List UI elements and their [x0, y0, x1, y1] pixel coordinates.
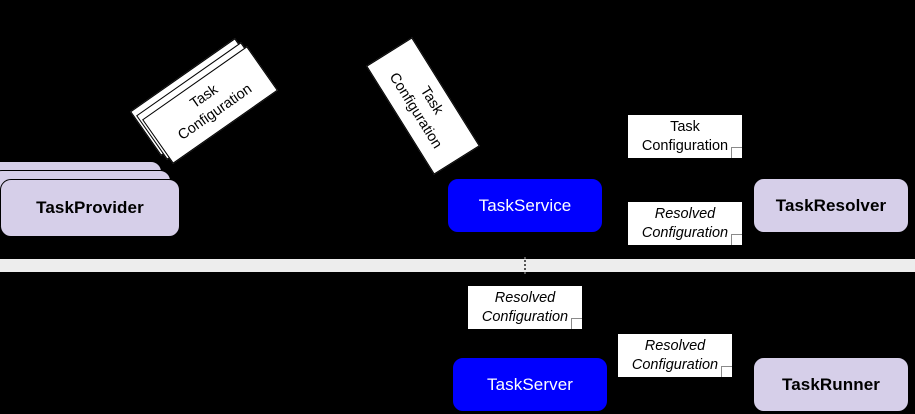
runner-resolved-configuration-note[interactable]: Resolved Configuration: [617, 333, 733, 378]
note-fold-corner-icon: [721, 366, 732, 377]
task-server-label: TaskServer: [486, 374, 574, 394]
resolver-resolved-configuration-line1: Resolved: [654, 206, 716, 223]
resolver-task-configuration-line1: Task: [670, 119, 700, 136]
resolver-task-configuration-line2: Configuration: [641, 137, 729, 154]
note-fold-corner-icon: [571, 318, 582, 329]
task-resolver-box[interactable]: TaskResolver: [753, 178, 909, 233]
section-divider: [0, 259, 915, 272]
server-resolved-configuration-line2: Configuration: [481, 308, 569, 325]
section-divider-tick: [524, 257, 528, 274]
task-service-box[interactable]: TaskService: [447, 178, 603, 233]
resolver-resolved-configuration-note-text: Resolved Configuration: [642, 205, 728, 241]
service-task-configuration-doc[interactable]: Task Configuration: [366, 37, 480, 175]
note-fold-corner-icon: [731, 147, 742, 158]
note-fold-corner-icon: [731, 234, 742, 245]
service-task-configuration-doc-text: Task Configuration: [384, 59, 462, 152]
runner-resolved-configuration-note-text: Resolved Configuration: [632, 337, 718, 373]
runner-resolved-configuration-line1: Resolved: [644, 338, 706, 355]
task-runner-label: TaskRunner: [782, 374, 880, 394]
task-server-box[interactable]: TaskServer: [452, 357, 608, 412]
resolver-task-configuration-note[interactable]: Task Configuration: [627, 114, 743, 159]
runner-resolved-configuration-line2: Configuration: [631, 356, 719, 373]
task-provider-label: TaskProvider: [36, 198, 144, 217]
server-resolved-configuration-note[interactable]: Resolved Configuration: [467, 285, 583, 330]
resolver-resolved-configuration-line2: Configuration: [641, 224, 729, 241]
service-task-configuration-doc-group[interactable]: Task Configuration: [363, 37, 483, 175]
task-service-label: TaskService: [478, 195, 572, 215]
task-resolver-label: TaskResolver: [775, 195, 887, 215]
resolver-resolved-configuration-note[interactable]: Resolved Configuration: [627, 201, 743, 246]
resolver-task-configuration-note-text: Task Configuration: [642, 118, 728, 154]
provider-task-configuration-doc-stack[interactable]: Task Configuration: [130, 38, 278, 164]
task-provider-box[interactable]: TaskProvider: [0, 179, 180, 237]
task-runner-box[interactable]: TaskRunner: [753, 357, 909, 412]
server-resolved-configuration-note-text: Resolved Configuration: [482, 289, 568, 325]
server-resolved-configuration-line1: Resolved: [494, 290, 556, 307]
